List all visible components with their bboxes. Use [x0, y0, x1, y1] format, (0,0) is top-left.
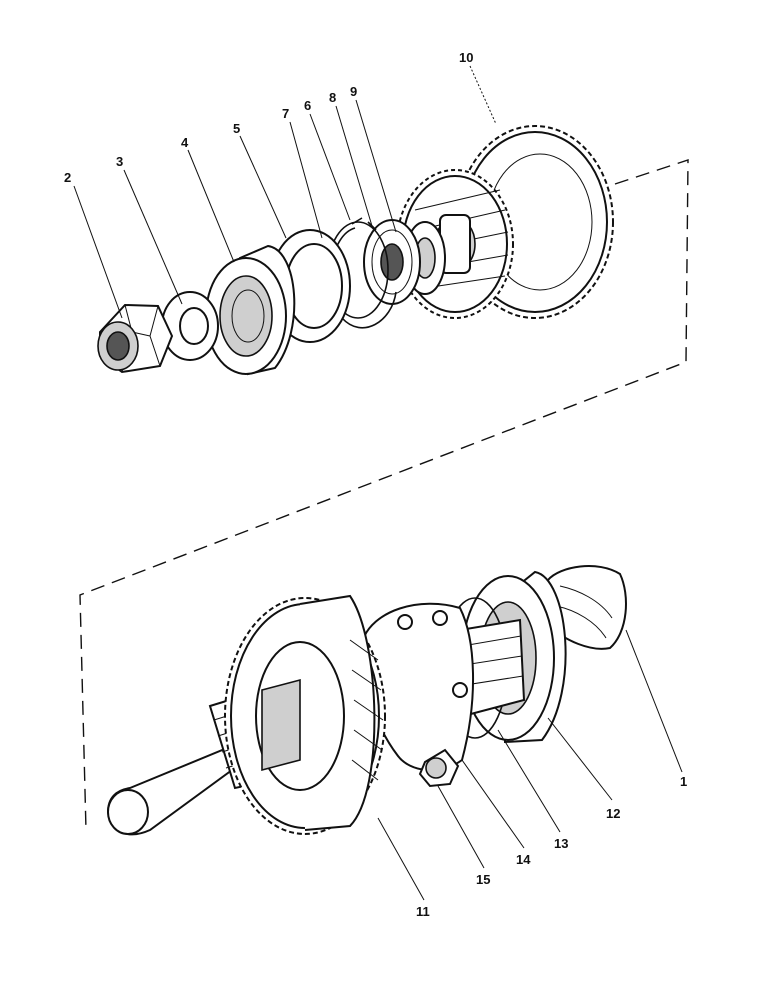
leader-8 [335, 105, 373, 227]
upper-assembly [97, 125, 614, 376]
callout-3: 3 [116, 154, 123, 169]
part-8-bearing [363, 219, 421, 305]
leader-9 [355, 99, 397, 233]
callout-14: 14 [516, 852, 531, 867]
leader-14 [461, 759, 525, 849]
leader-7 [289, 121, 323, 239]
part-3-washer [161, 291, 219, 361]
part-1-pinion [546, 565, 627, 650]
leader-13 [497, 729, 561, 833]
leader-6 [309, 113, 351, 221]
part-11-gear [224, 594, 386, 835]
callout-1: 1 [680, 774, 687, 789]
callout-2: 2 [64, 170, 71, 185]
lower-assembly [106, 565, 627, 836]
callout-7: 7 [282, 106, 289, 121]
callout-15: 15 [476, 872, 490, 887]
leader-15 [437, 785, 485, 869]
leader-3 [123, 169, 183, 305]
callout-4: 4 [181, 135, 189, 150]
part-2-lock-nut [97, 303, 174, 374]
callout-6: 6 [304, 98, 311, 113]
leader-lines [73, 65, 683, 901]
part-4-bearing-cup [205, 244, 296, 376]
leader-5 [239, 135, 287, 239]
callout-labels: 2 3 4 5 7 6 8 9 10 1 12 13 14 15 11 [64, 50, 687, 919]
callout-8: 8 [329, 90, 336, 105]
callout-12: 12 [606, 806, 620, 821]
callout-11: 11 [416, 904, 430, 919]
leader-12 [547, 717, 613, 801]
assembly-guide-dashed [79, 159, 689, 831]
leader-11 [377, 817, 425, 901]
part-15-bolt [418, 748, 460, 788]
leader-10 [469, 65, 497, 125]
leader-2 [73, 185, 123, 319]
callout-13: 13 [554, 836, 568, 851]
callout-9: 9 [350, 84, 357, 99]
leader-4 [187, 149, 235, 263]
leader-1 [625, 629, 683, 773]
callout-10: 10 [459, 50, 473, 65]
callout-5: 5 [233, 121, 240, 136]
